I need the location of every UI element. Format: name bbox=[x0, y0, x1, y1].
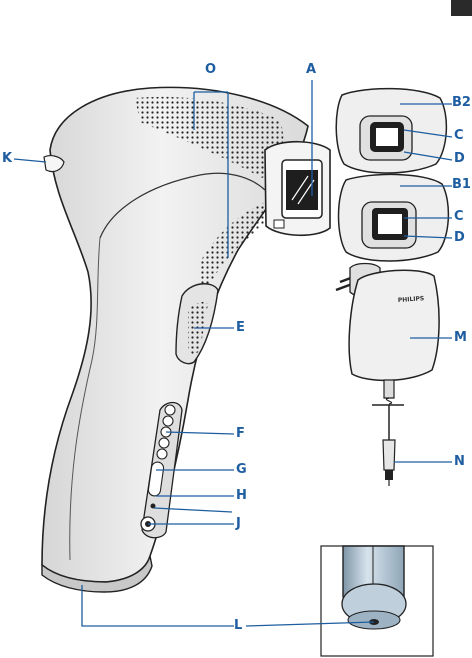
label-a: A bbox=[306, 63, 316, 77]
label-o: O bbox=[205, 63, 216, 77]
label-h: H bbox=[236, 489, 247, 503]
label-b1: B1 bbox=[452, 178, 471, 192]
label-c-bottom: C bbox=[454, 210, 464, 224]
label-c-top: C bbox=[454, 129, 464, 143]
label-e: E bbox=[236, 321, 245, 335]
label-k: K bbox=[2, 152, 12, 166]
label-j: J bbox=[236, 517, 241, 531]
label-d-bottom: D bbox=[454, 231, 465, 245]
inset-socket-closeup-icon bbox=[321, 546, 433, 656]
device-handle-icon bbox=[42, 87, 330, 592]
label-l: L bbox=[234, 619, 242, 633]
label-f: F bbox=[236, 427, 245, 441]
power-adapter-icon: PHILIPS bbox=[336, 264, 439, 487]
label-m: M bbox=[454, 331, 467, 345]
label-b2: B2 bbox=[452, 96, 471, 110]
label-d-top: D bbox=[454, 152, 465, 166]
label-g: G bbox=[236, 463, 247, 477]
attachment-b2-icon bbox=[336, 89, 446, 173]
label-n: N bbox=[454, 455, 465, 469]
